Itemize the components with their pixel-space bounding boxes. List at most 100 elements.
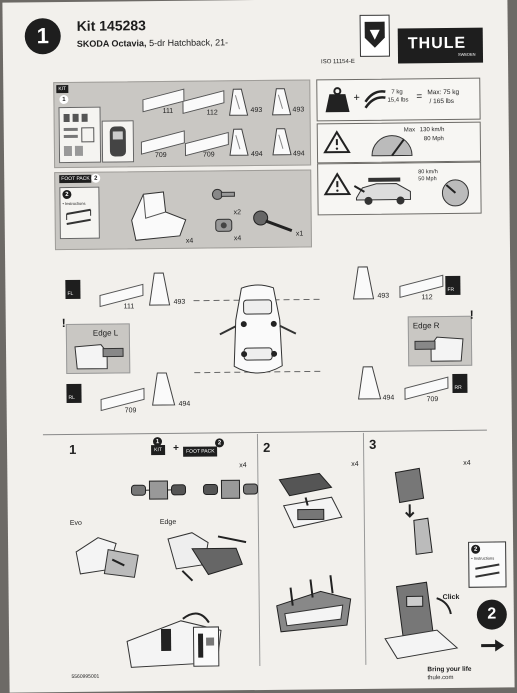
foot-pack-panel: FOOT PACK 2 2 • Instructions x4 x2 x4 x1	[54, 169, 312, 250]
vehicle-name: SKODA Octavia,	[77, 38, 147, 49]
kit-contents-sheet	[58, 107, 101, 163]
website: thule.com	[427, 675, 453, 681]
placement-111-label: 111	[124, 303, 135, 310]
car-braking-icon	[352, 171, 414, 208]
step-divider-2	[363, 433, 366, 665]
foot-493-a	[227, 87, 249, 117]
step-1-label: 1	[69, 442, 76, 457]
step-2-pad-drawing	[269, 469, 360, 550]
max-load: Max: 75 kg	[427, 89, 459, 96]
kit-tag: KIT	[56, 85, 68, 93]
part-493-b-label: 493	[293, 107, 305, 114]
evo-label: Evo	[70, 520, 82, 527]
foot-494-a	[228, 127, 250, 157]
step-3-foot-drawing	[379, 464, 460, 555]
step-plus: +	[173, 443, 179, 454]
step-2-clamp-drawing	[270, 565, 361, 642]
placement-112-label: 112	[421, 294, 432, 301]
speedometer-icon-2	[436, 177, 474, 207]
placement-foot-493-right	[351, 265, 375, 301]
turn-speed: 80 km/h	[418, 169, 438, 175]
fl-corner-tag: FL	[65, 280, 80, 299]
thule-logo: THULE SWEDEN	[398, 28, 483, 64]
max-speed: 130 km/h	[420, 127, 445, 133]
equals-sign: =	[416, 91, 422, 102]
brand-name: THULE	[408, 35, 467, 54]
braking-panel: 80 km/h 50 Mph	[317, 162, 482, 216]
edge-l-exclaim: !	[62, 316, 66, 330]
plus-sign: +	[353, 92, 360, 104]
kit-panel: KIT 1 111 112 493 493 709 709 494 494	[53, 79, 311, 168]
steps-divider	[43, 430, 487, 436]
key-icon	[211, 185, 235, 203]
fr-corner-tag: FR	[445, 276, 460, 295]
part-494-a-label: 494	[251, 151, 263, 158]
placement-foot-494-left	[150, 371, 176, 407]
doc-number: 5560995001	[71, 674, 99, 680]
step-3-label: 3	[369, 437, 376, 452]
vehicle-detail: 5-dr Hatchback, 21-	[146, 37, 228, 48]
foot-pad-qty: x4	[186, 238, 193, 245]
placement-709-left-label: 709	[125, 407, 137, 414]
step-kit-tag: KIT	[151, 445, 165, 455]
placement-foot-494-right	[356, 365, 382, 401]
certification-logo	[360, 15, 390, 57]
turn-speed-mph: 50 Mph	[418, 176, 436, 182]
iso-code: ISO 11154-E	[321, 59, 355, 65]
warning-triangle-icon-2	[324, 172, 350, 196]
part-112-label: 112	[207, 109, 218, 116]
lock-assembly-right	[201, 476, 261, 503]
placement-494-left-label: 494	[179, 401, 191, 408]
rr-corner-tag: RR	[452, 374, 467, 393]
step-divider-1	[257, 434, 260, 666]
placement-709-right-label: 709	[427, 396, 439, 403]
speedometer-icon	[370, 131, 414, 157]
part-111-label: 111	[163, 108, 174, 115]
next-arrow-icon	[479, 637, 507, 653]
slogan: Bring your life	[427, 666, 471, 673]
part-493-a-label: 493	[251, 107, 263, 114]
car-top-sheet	[102, 120, 134, 162]
max-speed-panel: Max 130 km/h 80 Mph	[317, 122, 481, 164]
placement-foot-493-left	[147, 271, 171, 307]
roof-bars-icon	[363, 88, 387, 108]
step-1-detail-box	[193, 626, 219, 666]
placement-493-right-label: 493	[377, 293, 389, 300]
max-speed-mph: 80 Mph	[424, 136, 444, 142]
kit-badge: 1	[59, 95, 68, 104]
step-foot-badge: 2	[215, 438, 224, 447]
torque-tool-icon	[252, 207, 296, 233]
part-709-a-label: 709	[155, 152, 167, 159]
foot-pad-icon	[129, 190, 190, 243]
warning-triangle-icon	[324, 130, 350, 154]
step-3-instructions-card: 2 • Instructions	[468, 541, 506, 587]
foot-pack-badge: 2	[91, 174, 100, 183]
max-load-lbs: / 165 lbs	[429, 98, 454, 105]
step-number-badge: 1	[25, 18, 61, 54]
edge-r-exclaim: !	[470, 308, 474, 322]
part-494-b-label: 494	[293, 151, 305, 158]
step-2-qty: x4	[351, 461, 358, 468]
load-weight: 7 kg	[391, 89, 402, 95]
bar-112	[182, 90, 224, 114]
step-3-qty: x4	[463, 460, 470, 467]
click-label: Click	[443, 594, 460, 601]
next-step-badge: 2	[477, 599, 507, 629]
lock-assembly-left	[129, 477, 189, 504]
brand-sub: SWEDEN	[458, 52, 476, 57]
edge-l-box: Edge L	[66, 323, 131, 374]
max-load-panel: + 7 kg 15,4 lbs = Max: 75 kg / 165 lbs	[316, 78, 480, 122]
load-weight-lbs: 15,4 lbs	[387, 97, 408, 103]
max-speed-label: Max	[404, 127, 415, 133]
rl-corner-tag: RL	[66, 384, 81, 403]
placement-bar-709-left	[101, 388, 145, 411]
part-709-b-label: 709	[203, 151, 215, 158]
edge-foot-hands	[158, 524, 255, 591]
kit-title: Kit 145283	[77, 17, 146, 34]
car-top-view	[173, 279, 344, 391]
step-foot-tag: FOOT PACK	[183, 446, 218, 456]
evo-foot-drawing	[68, 529, 149, 590]
lock-qty: x4	[234, 235, 241, 242]
step-3-click-drawing	[376, 578, 467, 661]
